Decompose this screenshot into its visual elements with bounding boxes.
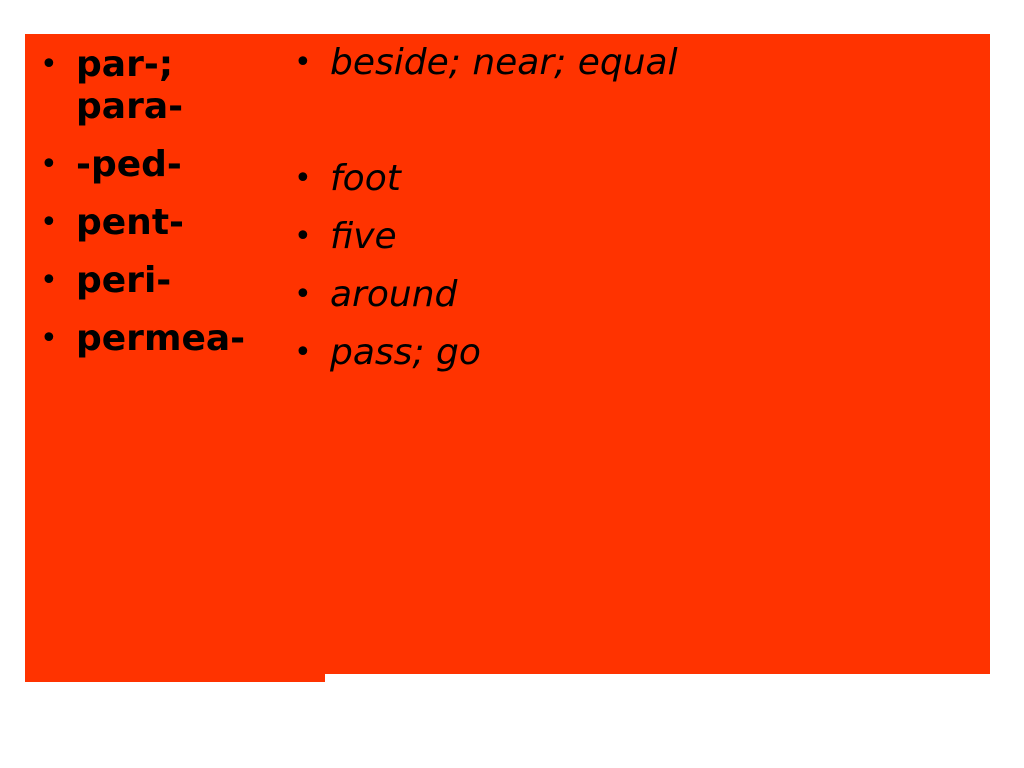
bullet-icon: • xyxy=(294,161,312,196)
prefix-item: • permea- xyxy=(38,318,278,360)
prefix-term: -ped- xyxy=(76,144,182,185)
prefix-list: • par-; para- • -ped- • pent- • peri- • … xyxy=(38,44,278,376)
prefix-item: • -ped- xyxy=(38,144,278,186)
bullet-icon: • xyxy=(294,335,312,370)
bullet-icon: • xyxy=(40,47,58,82)
definition-item: • around xyxy=(292,274,972,316)
bullet-icon: • xyxy=(40,321,58,356)
right-panel-background xyxy=(278,34,990,674)
definition-text: five xyxy=(330,216,397,257)
prefix-term: par-; para- xyxy=(76,44,184,127)
prefix-term: peri- xyxy=(76,260,172,301)
left-panel-background xyxy=(25,34,325,682)
definition-item: • foot xyxy=(292,158,972,200)
bullet-icon: • xyxy=(40,147,58,182)
prefix-term: permea- xyxy=(76,318,246,359)
definition-text: around xyxy=(330,274,458,315)
bullet-icon: • xyxy=(40,263,58,298)
prefix-item: • peri- xyxy=(38,260,278,302)
definition-text: beside; near; equal xyxy=(330,42,678,83)
bullet-icon: • xyxy=(294,45,312,80)
prefix-item: • pent- xyxy=(38,202,278,244)
definition-item: • five xyxy=(292,216,972,258)
definition-list: • beside; near; equal • foot • five • ar… xyxy=(292,42,972,390)
bullet-icon: • xyxy=(40,205,58,240)
definition-text: foot xyxy=(330,158,401,199)
prefix-item: • par-; para- xyxy=(38,44,278,128)
prefix-term: pent- xyxy=(76,202,184,243)
definition-item: • beside; near; equal xyxy=(292,42,972,84)
definition-item: • pass; go xyxy=(292,332,972,374)
bullet-icon: • xyxy=(294,219,312,254)
definition-text: pass; go xyxy=(330,332,481,373)
bullet-icon: • xyxy=(294,277,312,312)
